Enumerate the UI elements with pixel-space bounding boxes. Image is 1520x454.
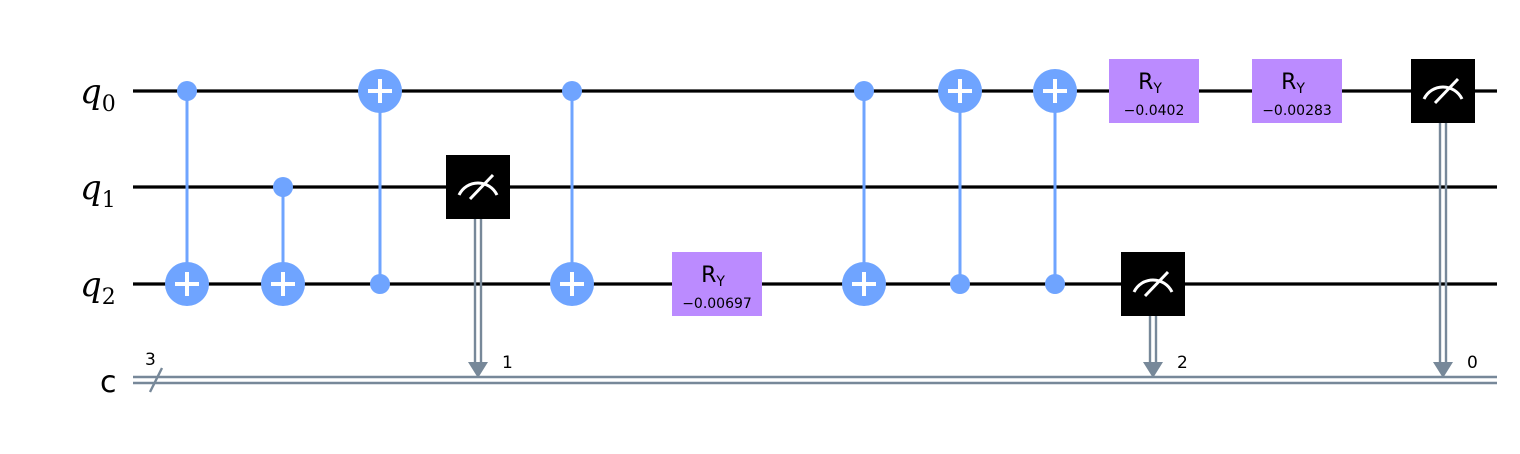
gate-letter: R xyxy=(701,263,716,288)
qubit-index: 1 xyxy=(102,188,116,213)
clbit-index: 1 xyxy=(502,353,513,373)
ry-gate-box xyxy=(672,252,762,316)
control-dot xyxy=(1045,274,1065,294)
gate-axis: Y xyxy=(1152,81,1162,97)
meter-needle-icon xyxy=(468,173,495,201)
measure-box xyxy=(1411,59,1475,123)
control-dot xyxy=(177,81,197,101)
register-slash xyxy=(148,367,164,393)
control-dot xyxy=(562,81,582,101)
meter-icon xyxy=(457,181,499,196)
qubit-name: q xyxy=(80,265,102,305)
qubit-index: 0 xyxy=(102,92,116,117)
ry-gate-name: RY xyxy=(701,263,725,290)
meter-icon xyxy=(1422,85,1464,100)
ry-gate-box xyxy=(1252,59,1342,123)
ry-gate-param: −0.0402 xyxy=(1124,103,1185,119)
gate-letter: R xyxy=(1138,70,1153,95)
measure-box xyxy=(1121,252,1185,316)
measure-arrow xyxy=(1143,362,1163,378)
ry-gate-param: −0.00283 xyxy=(1262,103,1332,119)
gate-letter: R xyxy=(1281,70,1296,95)
gate-axis: Y xyxy=(715,274,725,290)
control-dot xyxy=(854,81,874,101)
classical-register-label: c xyxy=(100,365,117,400)
control-dot xyxy=(370,274,390,294)
ry-gate-name: RY xyxy=(1138,70,1162,97)
clbit-index: 0 xyxy=(1467,353,1478,373)
ry-gate-param: −0.00697 xyxy=(682,296,752,312)
qubit-label-1: q1 xyxy=(80,168,116,213)
qubit-name: q xyxy=(80,168,102,208)
gate-axis: Y xyxy=(1295,81,1305,97)
ry-gate-name: RY xyxy=(1281,70,1305,97)
qubit-label-2: q2 xyxy=(80,265,116,310)
meter-needle-icon xyxy=(1433,77,1460,105)
ry-gate-box xyxy=(1109,59,1199,123)
measure-arrow xyxy=(1433,362,1453,378)
qubit-label-0: q0 xyxy=(80,72,116,117)
register-size: 3 xyxy=(145,350,156,370)
control-dot xyxy=(273,177,293,197)
control-dot xyxy=(950,274,970,294)
measure-box xyxy=(446,155,510,219)
measure-arrow xyxy=(468,362,488,378)
clbit-index: 2 xyxy=(1177,353,1188,373)
meter-icon xyxy=(1132,278,1174,293)
meter-needle-icon xyxy=(1143,270,1170,298)
qubit-index: 2 xyxy=(102,285,116,310)
qubit-name: q xyxy=(80,72,102,112)
